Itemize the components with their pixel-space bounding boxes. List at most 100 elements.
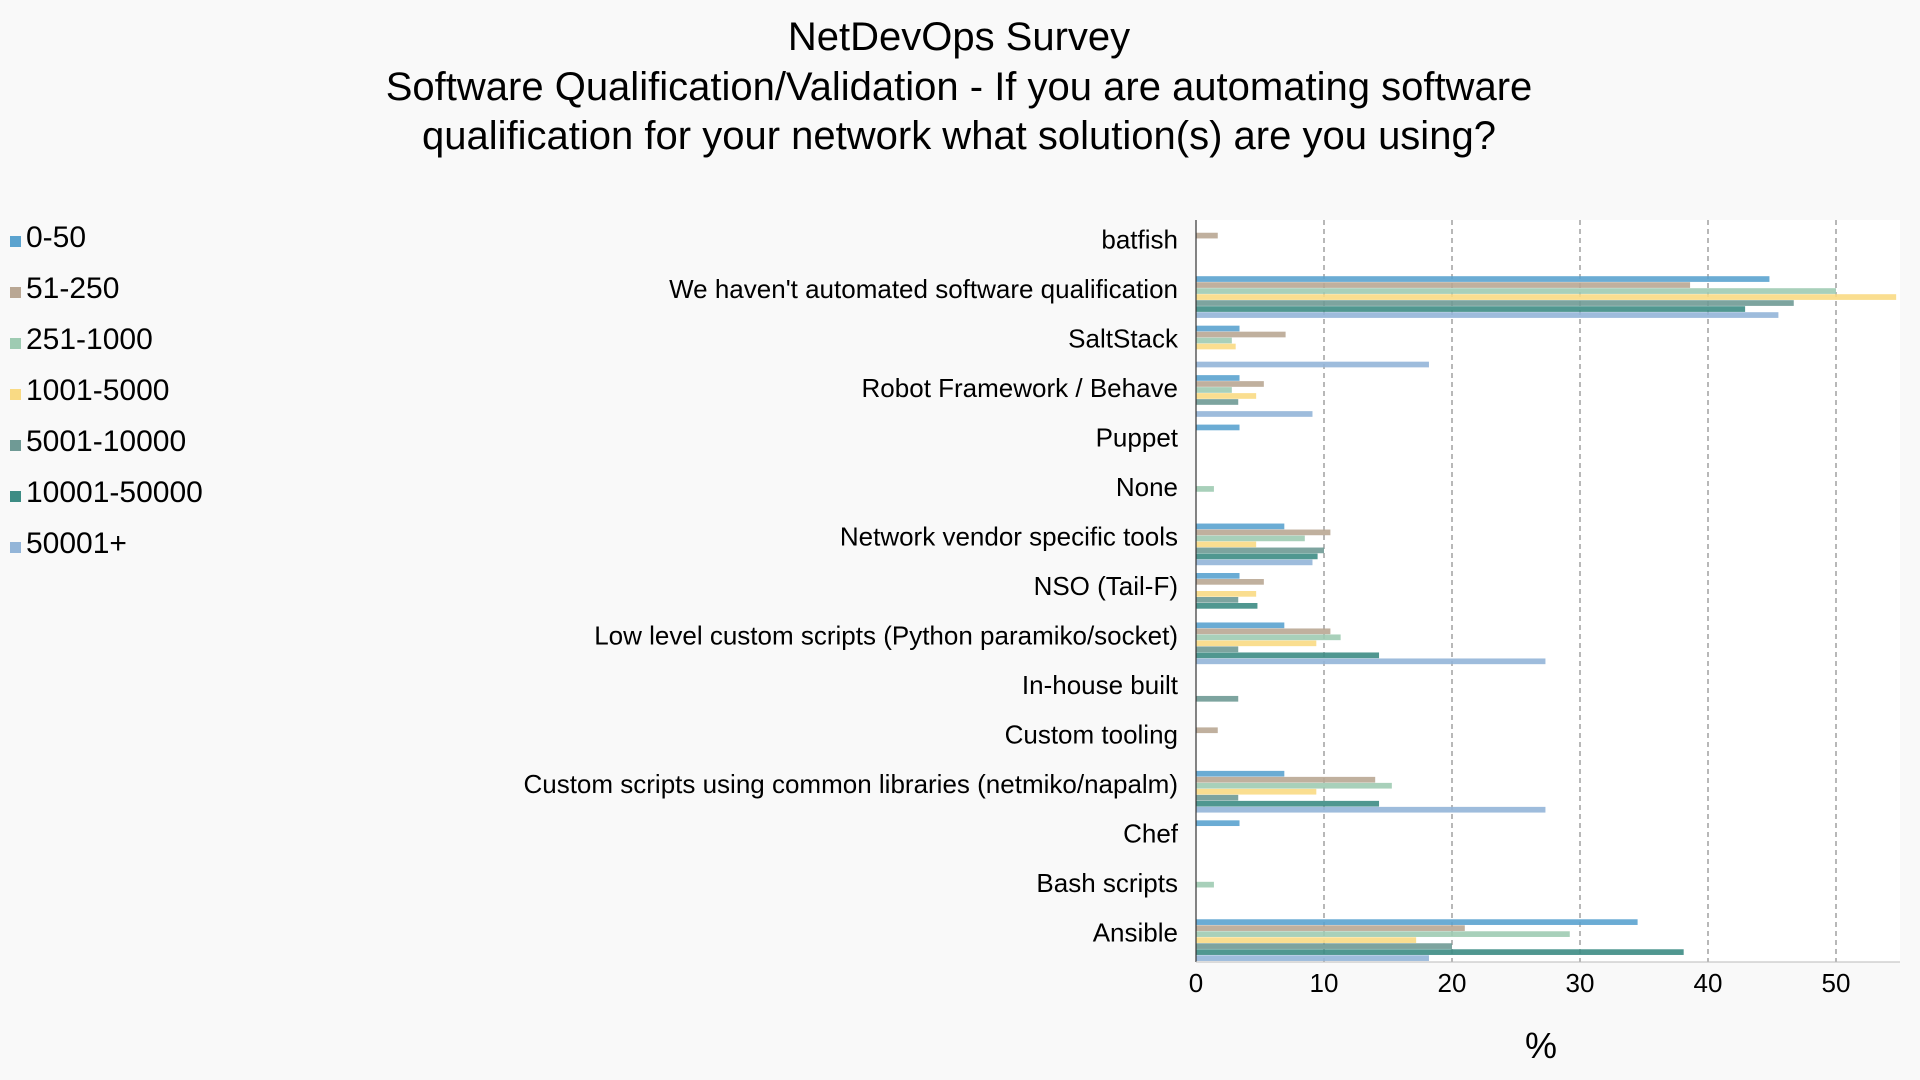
bar-3-4 [1196,399,1239,405]
bar-14-3 [1196,937,1417,943]
bar-6-1 [1196,529,1331,536]
bar-11-4 [1196,794,1239,801]
bar-1-1 [1196,282,1691,288]
category-label: batfish [1101,225,1178,255]
category-label: Low level custom scripts (Python paramik… [594,620,1178,650]
bar-1-3 [1196,294,1897,300]
bar-9-4 [1196,695,1239,702]
bar-3-0 [1196,375,1240,381]
bar-8-6 [1196,658,1546,665]
x-tick-label: 50 [1822,968,1851,998]
legend-swatch [10,389,21,400]
chart-title-line-1: NetDevOps Survey [788,15,1130,59]
bar-1-6 [1196,312,1779,318]
bar-12-0 [1196,820,1240,827]
bar-7-5 [1196,603,1258,609]
legend-swatch [10,338,21,349]
category-label: Puppet [1096,423,1179,453]
bar-2-1 [1196,331,1286,338]
bar-6-6 [1196,559,1313,566]
legend-label: 0-50 [26,221,86,254]
legend-swatch [10,440,21,451]
legend-label: 51-250 [26,272,119,305]
legend: 0-50 51-250 251-1000 1001-5000 5001-10000 100… [10,221,203,560]
legend-label: 50001+ [26,527,127,560]
gridlines [1323,220,1837,962]
x-tick-label: 20 [1438,968,1467,998]
x-tick-label: 0 [1189,968,1203,998]
bar-14-4 [1196,943,1452,949]
bar-1-0 [1196,276,1770,282]
bar-6-5 [1196,553,1318,560]
legend-label: 251-1000 [26,323,153,356]
bar-11-5 [1196,800,1380,807]
category-label: Ansible [1093,917,1178,947]
legend-swatch [10,542,21,553]
bar-1-4 [1196,300,1794,306]
x-tick-label: 30 [1566,968,1595,998]
category-label: Custom scripts using common libraries (n… [523,769,1178,799]
bars [1196,232,1897,961]
bar-14-5 [1196,949,1684,955]
x-axis-title: % [1525,1025,1557,1066]
bar-3-2 [1196,387,1232,393]
bar-11-3 [1196,788,1317,795]
bar-5-2 [1196,486,1214,492]
bar-8-2 [1196,634,1341,641]
bar-1-2 [1196,288,1836,294]
bar-14-2 [1196,931,1570,937]
bar-8-5 [1196,652,1380,659]
bar-6-3 [1196,541,1257,548]
bar-11-1 [1196,776,1376,783]
bar-6-2 [1196,535,1305,542]
bar-11-0 [1196,770,1285,777]
bar-2-3 [1196,343,1236,350]
legend-label: 5001-10000 [26,425,186,458]
bar-7-4 [1196,597,1239,603]
bar-11-2 [1196,782,1392,789]
bar-8-3 [1196,640,1317,647]
bar-1-5 [1196,306,1746,312]
bar-2-6 [1196,361,1429,368]
bar-8-0 [1196,622,1285,629]
bar-11-6 [1196,806,1546,813]
legend-swatch [10,491,21,502]
bar-8-1 [1196,628,1331,635]
legend-label: 10001-50000 [26,476,203,509]
category-label: Network vendor specific tools [840,522,1178,552]
bar-0-1 [1196,232,1218,239]
bar-7-1 [1196,579,1264,585]
bar-3-1 [1196,381,1264,387]
bar-14-6 [1196,955,1429,961]
chart-title-line-2: Software Qualification/Validation - If y… [386,65,1533,109]
bar-7-0 [1196,573,1240,579]
legend-label: 1001-5000 [26,374,169,407]
bar-3-3 [1196,393,1257,399]
category-label: Bash scripts [1036,868,1178,898]
chart-title-line-3: qualification for your network what solu… [422,114,1496,158]
bar-10-1 [1196,727,1218,734]
legend-swatch [10,236,21,247]
category-label: We haven't automated software qualificat… [669,274,1178,304]
bar-3-6 [1196,411,1313,417]
category-label: NSO (Tail-F) [1034,571,1178,601]
axes [1195,220,1900,963]
category-label: None [1116,472,1178,502]
bar-14-0 [1196,919,1638,925]
category-label: Chef [1123,818,1179,848]
plot-area [1196,220,1900,962]
x-tick-label: 10 [1310,968,1339,998]
bar-7-3 [1196,591,1257,597]
category-label: Custom tooling [1005,719,1178,749]
category-labels: batfish We haven't automated software qua… [523,225,1179,948]
bar-6-4 [1196,547,1324,554]
bar-13-2 [1196,881,1214,888]
category-label: Robot Framework / Behave [862,373,1178,403]
bar-6-0 [1196,523,1285,530]
legend-swatch [10,287,21,298]
bar-14-1 [1196,925,1465,931]
bar-4-0 [1196,424,1240,431]
